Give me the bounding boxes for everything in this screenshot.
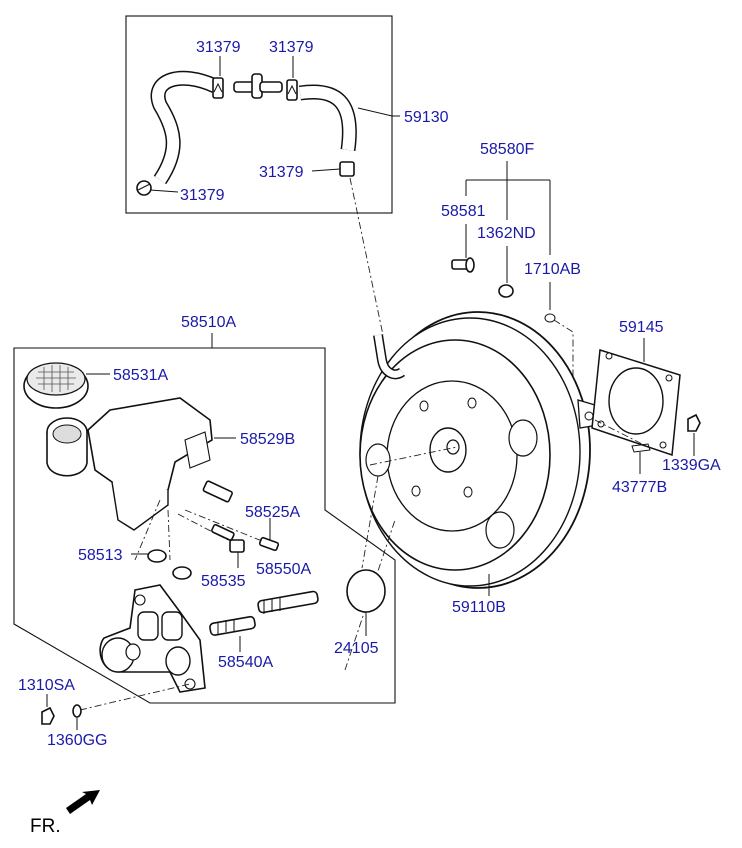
washer-part bbox=[72, 704, 82, 718]
label-clip-top-right: 31379 bbox=[269, 39, 314, 56]
o-ring-part bbox=[544, 313, 556, 323]
grommet-part bbox=[498, 284, 514, 298]
label-booster-assy: 59110B bbox=[452, 599, 506, 616]
label-plug: 24105 bbox=[334, 640, 379, 657]
label-seal-upper: 58513 bbox=[78, 547, 123, 564]
brake-booster bbox=[359, 311, 599, 589]
reservoir bbox=[46, 397, 213, 531]
direction-label: FR. bbox=[30, 816, 61, 837]
label-clip-bottom: 31379 bbox=[180, 187, 225, 204]
label-washer: 1360GG bbox=[47, 732, 107, 749]
piston-kit-a-part bbox=[257, 590, 319, 614]
switch-connector bbox=[202, 480, 233, 503]
nut-small-part bbox=[41, 706, 55, 725]
master-cylinder-frame bbox=[13, 347, 396, 704]
reservoir-cap bbox=[23, 362, 89, 409]
clip-bottom bbox=[136, 180, 152, 196]
clip-top-right bbox=[286, 79, 298, 101]
label-master-cylinder-assy: 58510A bbox=[181, 314, 236, 331]
label-piston-kit-b: 58540A bbox=[218, 654, 273, 671]
label-nut-booster: 1339GA bbox=[662, 457, 721, 474]
label-check-valve-group: 58580F bbox=[480, 141, 534, 158]
pin-part bbox=[631, 443, 651, 453]
master-cylinder-body bbox=[99, 584, 206, 693]
label-piston-kit-a: 58550A bbox=[256, 561, 311, 578]
fitting-part bbox=[451, 257, 475, 273]
label-grommet: 1362ND bbox=[477, 225, 536, 242]
label-reservoir: 58529B bbox=[240, 431, 295, 448]
nut-booster bbox=[687, 413, 701, 432]
clip-right bbox=[339, 161, 355, 177]
label-clip-right: 31379 bbox=[259, 164, 304, 181]
seal-lower bbox=[172, 566, 192, 580]
label-pin: 43777B bbox=[612, 479, 667, 496]
label-switch-connector: 58525A bbox=[245, 504, 300, 521]
label-fitting: 58581 bbox=[441, 203, 486, 220]
plug-part bbox=[346, 569, 386, 613]
label-clip-top-left: 31379 bbox=[196, 39, 241, 56]
bolt-small bbox=[258, 536, 280, 552]
label-hose-assembly: 59130 bbox=[404, 109, 449, 126]
seal-upper bbox=[147, 549, 167, 563]
piston-kit-b-part bbox=[209, 615, 256, 636]
label-reservoir-cap: 58531A bbox=[113, 367, 168, 384]
sensor-part bbox=[211, 524, 245, 553]
forward-arrow-icon bbox=[66, 790, 100, 814]
label-gasket: 59145 bbox=[619, 319, 664, 336]
label-o-ring: 1710AB bbox=[524, 261, 581, 278]
check-valve bbox=[233, 73, 283, 99]
label-sensor: 58535 bbox=[201, 573, 246, 590]
gasket-part bbox=[591, 349, 681, 457]
hose-assembly-frame bbox=[125, 15, 393, 214]
clip-top-left bbox=[212, 77, 224, 99]
label-nut-small: 1310SA bbox=[18, 677, 75, 694]
